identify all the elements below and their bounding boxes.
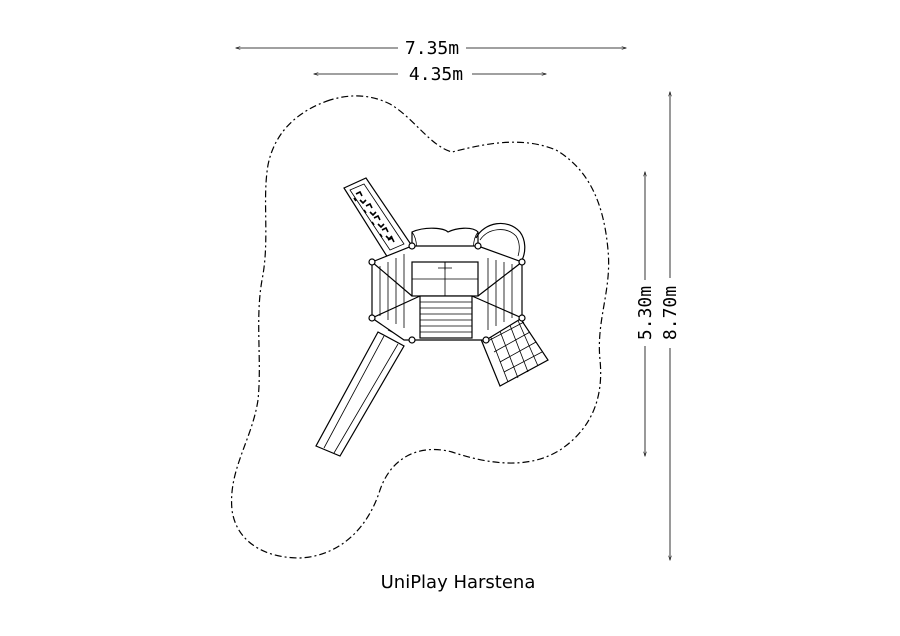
dimension-overall-depth: 8.70m — [660, 92, 681, 560]
structure-depth-label: 5.30m — [635, 286, 656, 340]
dimension-structure-width: 4.35m — [314, 64, 546, 85]
overall-depth-label: 8.70m — [660, 286, 681, 340]
slide — [315, 329, 409, 457]
safety-zone-outline — [230, 95, 610, 559]
structure-width-label: 4.35m — [409, 64, 463, 85]
dimension-structure-depth: 5.30m — [635, 172, 656, 456]
product-name-caption: UniPlay Harstena — [381, 572, 536, 593]
overall-width-label: 7.35m — [405, 38, 459, 59]
dimension-overall-width: 7.35m — [236, 38, 626, 59]
play-tower-platform — [368, 222, 526, 344]
climbing-wall — [343, 177, 413, 259]
